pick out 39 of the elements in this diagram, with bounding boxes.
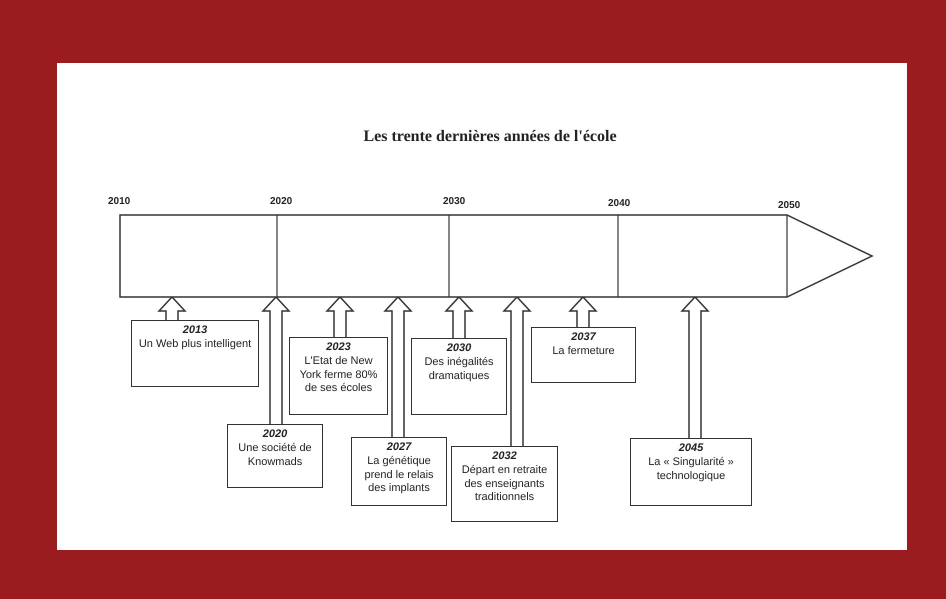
block-arrow <box>261 296 291 425</box>
event-year: 2013 <box>182 324 208 338</box>
block-arrow <box>568 296 598 328</box>
event-description: La « Singularité » technologique <box>647 456 735 484</box>
event-year: 2023 <box>325 341 352 355</box>
event-box <box>630 438 752 506</box>
year-label: 2010 <box>108 196 130 207</box>
event-box <box>351 437 447 506</box>
event-year: 2032 <box>491 450 518 464</box>
event-box <box>411 338 507 415</box>
event-year: 2037 <box>570 331 598 345</box>
event-year: 2020 <box>262 428 288 442</box>
block-arrow <box>383 296 413 438</box>
event-description: La fermeture <box>551 344 616 358</box>
event-description: La génétique prend le relais des implants <box>363 454 435 496</box>
title: Les trente dernières années de l'école <box>362 128 618 146</box>
event-description: Un Web plus intelligent <box>138 338 252 352</box>
event-year: 2030 <box>446 342 472 356</box>
block-arrow <box>157 296 187 321</box>
year-label: 2040 <box>608 198 630 209</box>
event-description: Des inégalités dramatiques <box>423 356 495 384</box>
event-description: Une société de Knowmads <box>237 442 313 470</box>
year-label: 2020 <box>270 196 292 207</box>
event-description: L'Etat de New York ferme 80% de ses écoles <box>298 354 378 396</box>
event-year: 2027 <box>386 441 413 455</box>
event-box <box>289 337 388 415</box>
block-arrow <box>680 296 710 439</box>
block-arrow <box>325 296 355 338</box>
event-box <box>131 320 259 387</box>
timeline-arrow <box>120 215 872 297</box>
event-box <box>451 446 558 522</box>
block-arrow <box>444 296 474 339</box>
event-box <box>531 327 636 383</box>
event-description: Départ en retraite des enseignants traditionnels <box>460 464 548 505</box>
event-box <box>227 424 323 488</box>
block-arrow <box>502 296 532 447</box>
event-year: 2045 <box>678 442 704 456</box>
year-label: 2030 <box>443 196 466 207</box>
year-label: 2050 <box>778 200 800 211</box>
